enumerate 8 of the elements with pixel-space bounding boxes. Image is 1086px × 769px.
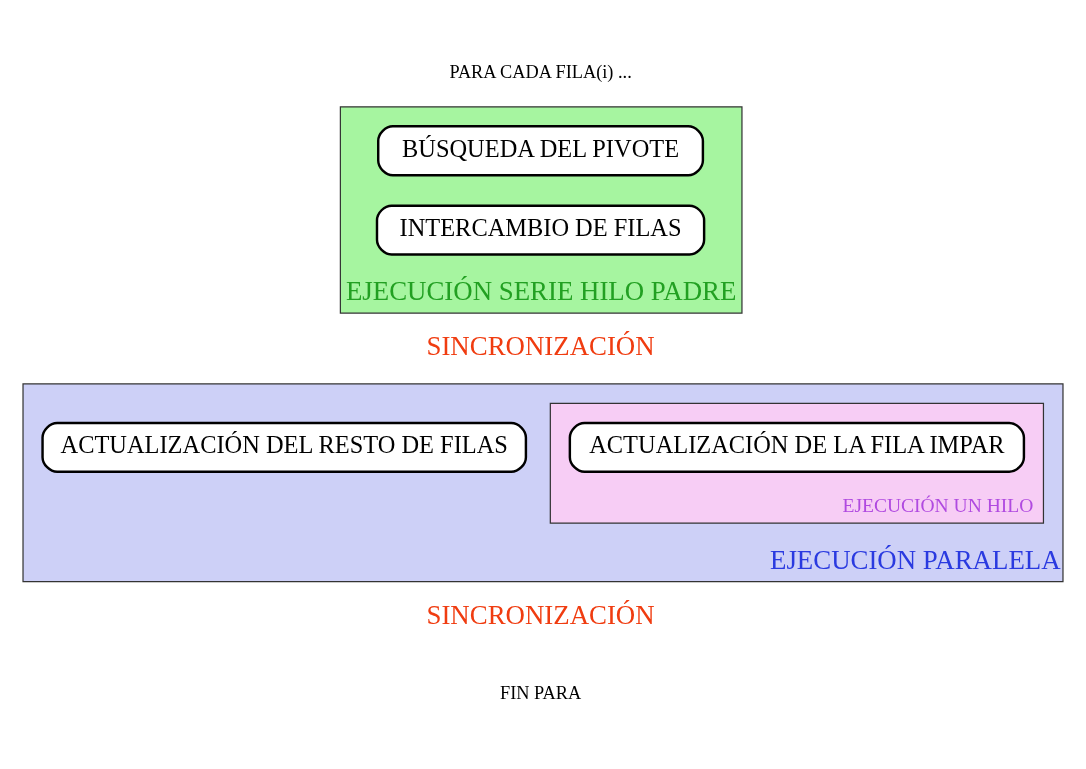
node-box: ACTUALIZACIÓN DEL RESTO DE FILAS [41, 421, 528, 473]
label: FIN PARA [499, 683, 582, 704]
label: SINCRONIZACIÓN [426, 331, 655, 362]
node-box: INTERCAMBIO DE FILAS [375, 204, 706, 256]
label: PARA CADA FILA(i) ... [449, 62, 632, 83]
label: SINCRONIZACIÓN [426, 599, 655, 630]
node-box: ACTUALIZACIÓN DE LA FILA IMPAR [568, 421, 1026, 473]
node-box: BÚSQUEDA DEL PIVOTE [377, 125, 705, 177]
